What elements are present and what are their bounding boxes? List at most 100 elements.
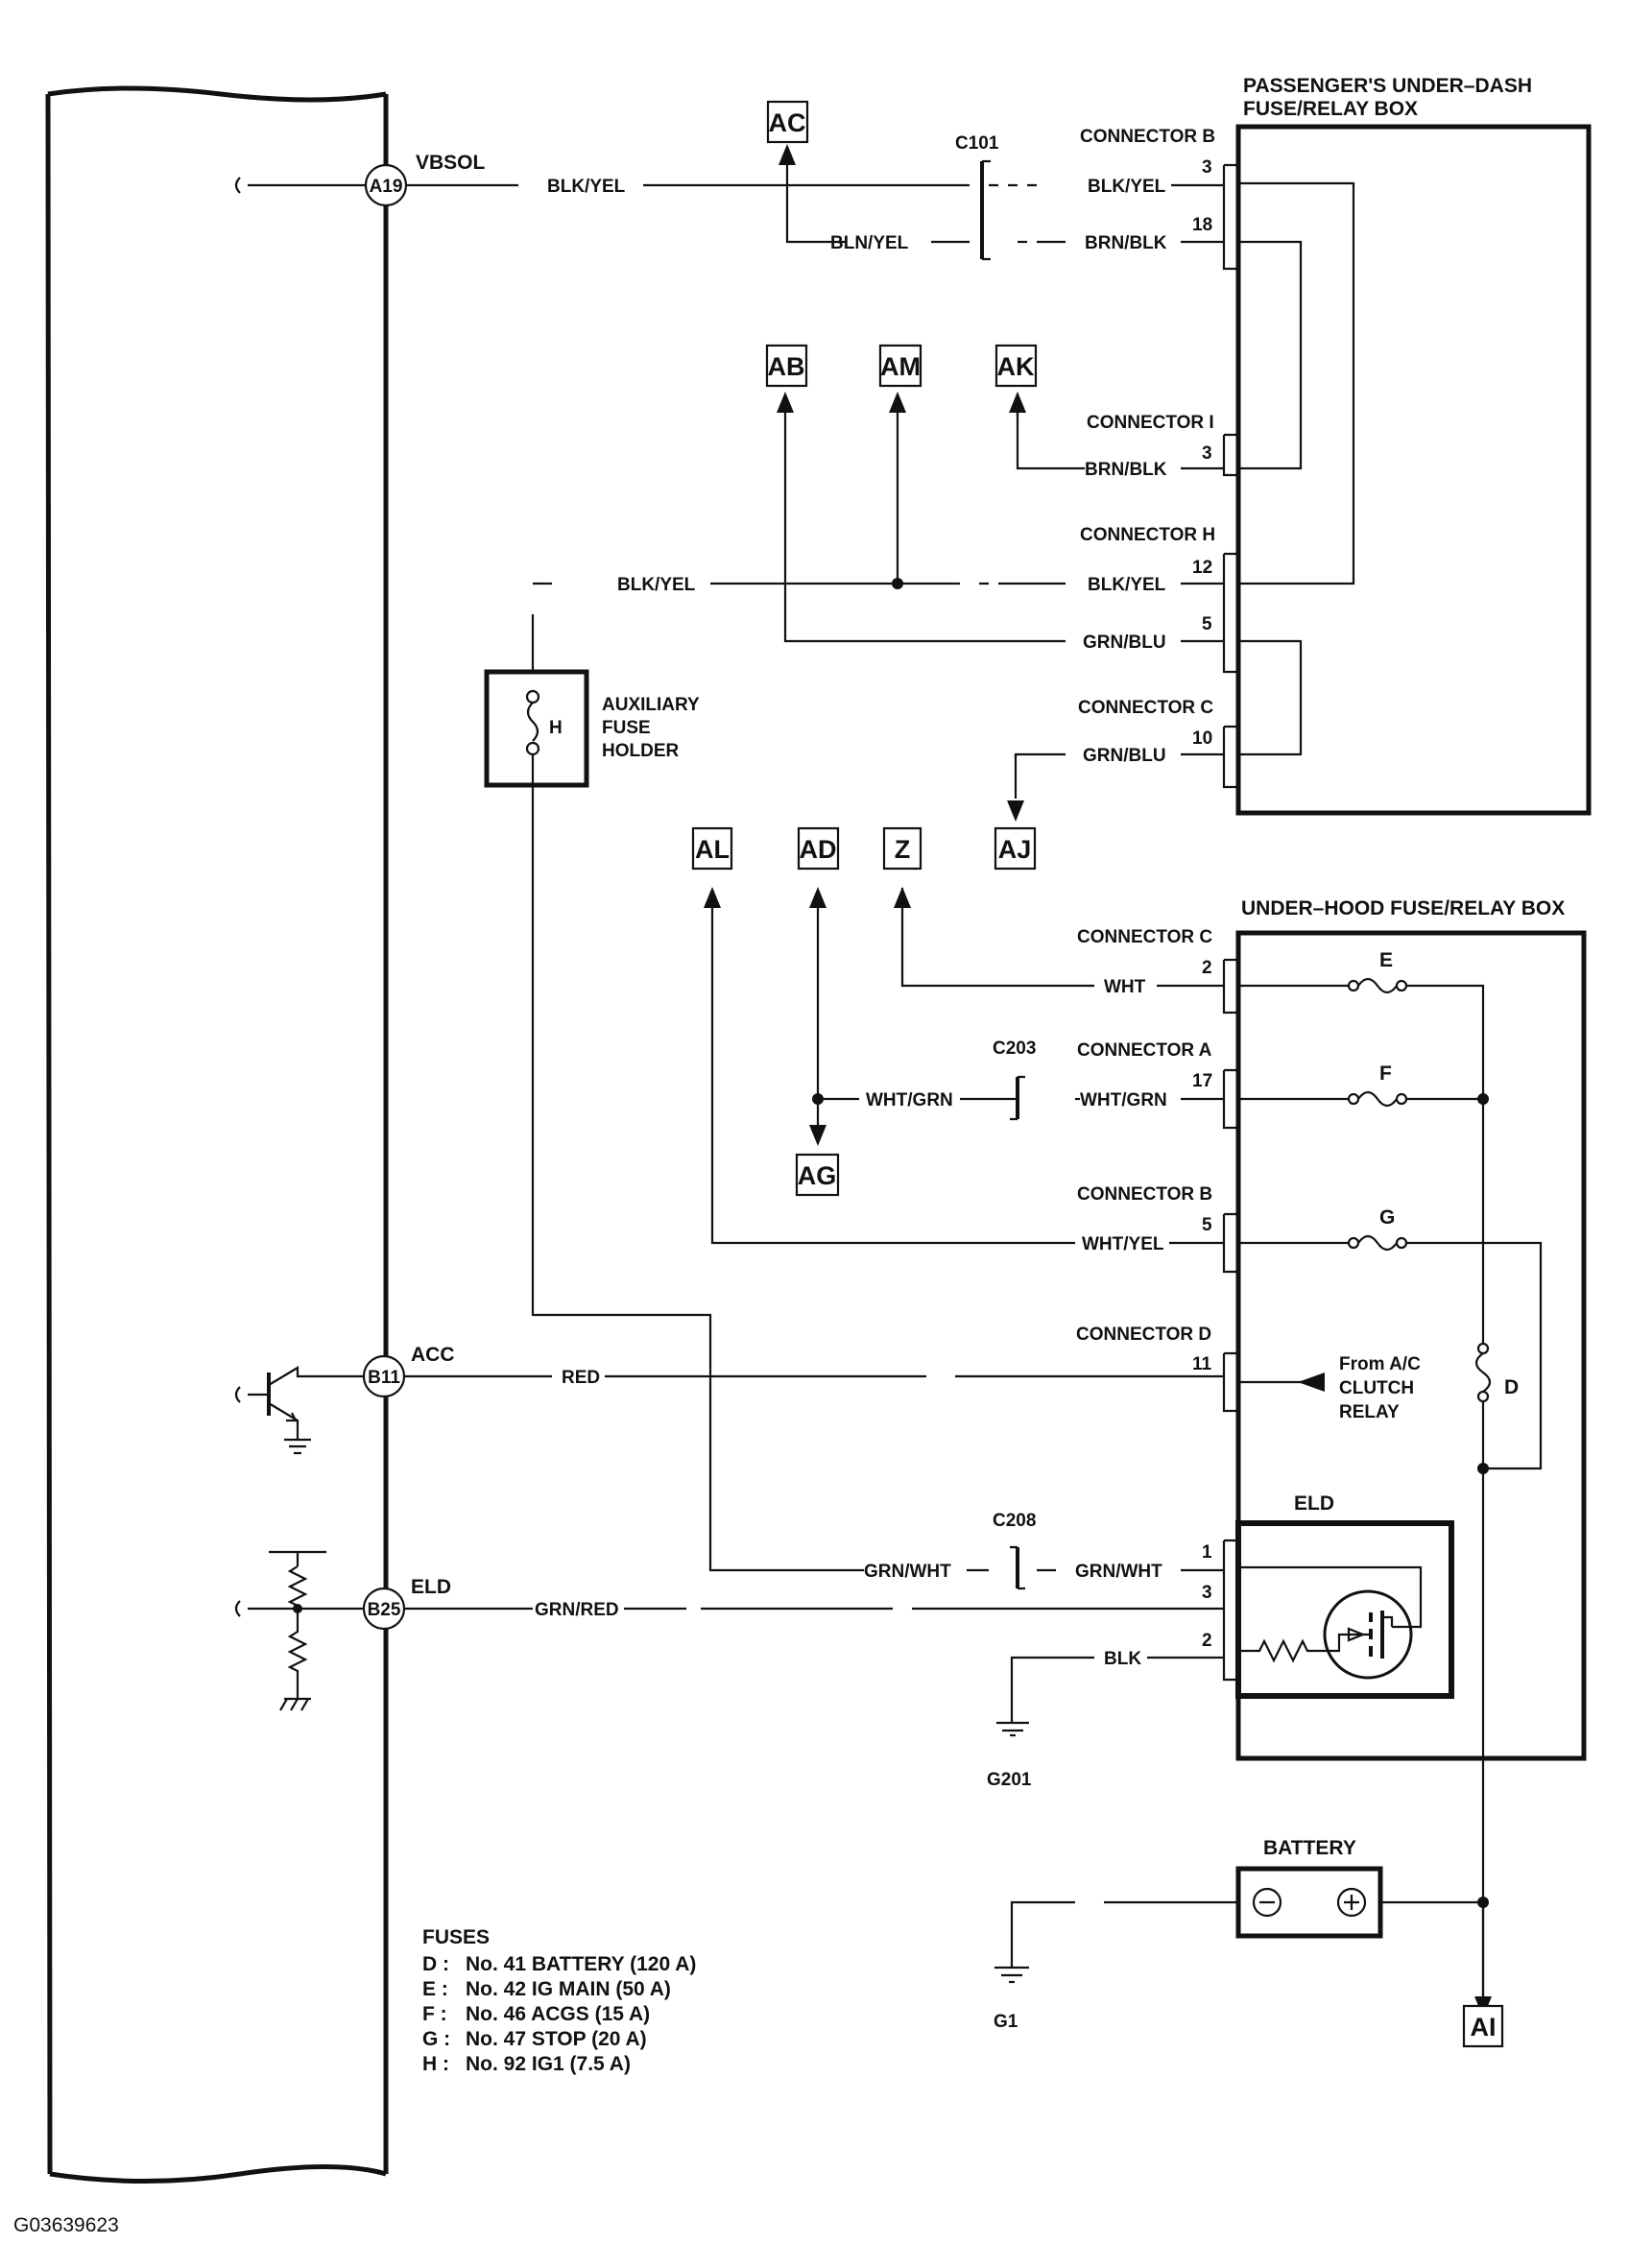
splice-c101: C101 [955, 133, 999, 154]
fuse-g-label: G [1379, 1206, 1395, 1229]
ac-relay-line-3: RELAY [1339, 1402, 1400, 1422]
pin-eld-3: 3 [1202, 1583, 1212, 1603]
pin-b25-id: B25 [368, 1600, 401, 1620]
tag-ac: AC [769, 108, 806, 137]
fuse-legend-text-d: No. 41 BATTERY (120 A) [466, 1953, 696, 1975]
wire-label-bln-yel: BLN/YEL [830, 233, 909, 253]
wire-label-red: RED [562, 1368, 600, 1388]
wire-blk-yel-h [531, 392, 1224, 672]
pin-numbers: 3 18 3 12 5 10 2 17 5 11 1 3 2 [1192, 157, 1212, 1651]
aux-fuse-line-1: AUXILIARY [602, 695, 700, 715]
wire-label-grn-wht-2: GRN/WHT [1075, 1562, 1162, 1582]
fuse-legend-text-f: No. 46 ACGS (15 A) [466, 2003, 650, 2025]
splice-c208: C208 [993, 1511, 1036, 1531]
wire-label-wht-yel: WHT/YEL [1082, 1234, 1164, 1254]
wire-label-brn-blk-1: BRN/BLK [1085, 233, 1167, 253]
wire-label-blk-yel-1: BLK/YEL [547, 177, 626, 197]
tag-ab: AB [768, 352, 805, 381]
tag-aj: AJ [998, 835, 1032, 864]
under-dash-fuse-box: PASSENGER'S UNDER–DASH FUSE/RELAY BOX [1222, 75, 1592, 816]
wire-brn-blk-i [1009, 392, 1224, 470]
pin-b11: B11 ACC [362, 1344, 455, 1398]
pin-ud-b3: 3 [1202, 157, 1212, 178]
wire-label-blk-yel-3: BLK/YEL [617, 575, 696, 595]
tag-ai: AI [1471, 2013, 1497, 2041]
pin-uh-d11: 11 [1192, 1354, 1212, 1374]
fuse-legend-key-g: G : [422, 2028, 450, 2050]
pin-uh-c2: 2 [1202, 958, 1212, 978]
wire-label-grn-blu-1: GRN/BLU [1083, 633, 1166, 653]
fuse-legend-key-f: F : [422, 2003, 447, 2025]
ac-relay-line-1: From A/C [1339, 1354, 1421, 1374]
ecm-body [45, 85, 389, 2184]
wire-label-blk-yel-2: BLK/YEL [1088, 177, 1166, 197]
eld-module: ELD [1235, 1492, 1454, 1699]
wire-label-brn-blk-2: BRN/BLK [1085, 460, 1167, 480]
pin-eld-1: 1 [1202, 1542, 1212, 1563]
pin-b11-id: B11 [368, 1368, 400, 1388]
aux-fuse-letter: H [549, 718, 563, 738]
eld-title: ELD [1294, 1492, 1334, 1515]
wire-label-grn-wht-1: GRN/WHT [864, 1562, 951, 1582]
wire-label-grn-red: GRN/RED [535, 1600, 619, 1620]
pin-b25: B25 ELD [362, 1576, 451, 1631]
aux-fuse-holder: H AUXILIARY FUSE HOLDER [484, 669, 700, 788]
under-dash-title-2: FUSE/RELAY BOX [1243, 98, 1418, 120]
ac-relay-line-2: CLUTCH [1339, 1378, 1414, 1398]
fuse-legend-text-e: No. 42 IG MAIN (50 A) [466, 1978, 671, 2000]
wire-wht-c [894, 887, 1224, 988]
ac-relay-label: From A/C CLUTCH RELAY [1339, 1354, 1421, 1422]
wire-a19 [406, 144, 1224, 261]
fuse-letters: E F G D [1379, 949, 1519, 1398]
figure-id: G03639623 [13, 2214, 119, 2236]
pin-a19-id: A19 [370, 177, 403, 197]
tag-ak: AK [997, 352, 1035, 381]
conn-uh-d: CONNECTOR D [1076, 1325, 1211, 1345]
wire-label-wht-grn-2: WHT/GRN [1080, 1090, 1167, 1110]
internal-a19-circuit [234, 177, 366, 194]
wire-label-blk-yel-4: BLK/YEL [1088, 575, 1166, 595]
fuse-legend-title: FUSES [422, 1926, 490, 1948]
splice-labels: C101 C203 C208 [955, 133, 1036, 1531]
connector-labels: CONNECTOR B CONNECTOR I CONNECTOR H CONN… [1076, 127, 1215, 1345]
conn-uh-b: CONNECTOR B [1077, 1184, 1212, 1205]
conn-ud-h: CONNECTOR H [1080, 525, 1215, 545]
pin-uh-a17: 17 [1192, 1071, 1212, 1091]
battery: BATTERY [994, 1837, 1492, 2017]
fuse-legend-key-h: H : [422, 2053, 449, 2075]
pin-b11-name: ACC [411, 1344, 455, 1366]
offpage-tags: AC AB AM AK AJ AL AD Z AG AI [691, 100, 1504, 2048]
pin-ud-c10: 10 [1192, 728, 1212, 749]
wire-wht-yel-b [704, 887, 1224, 1245]
pin-b25-name: ELD [411, 1576, 451, 1598]
conn-ud-i: CONNECTOR I [1087, 413, 1214, 433]
tag-ad: AD [800, 835, 837, 864]
splice-c203: C203 [993, 1039, 1036, 1059]
wire-grn-blu-h [777, 392, 1224, 643]
fuse-f-label: F [1379, 1062, 1392, 1085]
fuse-legend-key-e: E : [422, 1978, 448, 2000]
wire-labels: BLK/YEL BLK/YEL BLN/YEL BRN/BLK BRN/BLK … [535, 177, 1167, 1669]
tag-ag: AG [798, 1161, 837, 1190]
conn-ud-c: CONNECTOR C [1078, 698, 1213, 718]
wire-blk-eld-ground [996, 1656, 1224, 1737]
fuse-legend: FUSES D : No. 41 BATTERY (120 A) E : No.… [422, 1926, 696, 2075]
conn-uh-a: CONNECTOR A [1077, 1040, 1212, 1061]
wire-wht-grn-a [809, 887, 1224, 1146]
aux-fuse-line-2: FUSE [602, 718, 651, 738]
wire-label-wht-grn-1: WHT/GRN [866, 1090, 953, 1110]
pin-ud-b18: 18 [1192, 215, 1212, 235]
tag-am: AM [880, 352, 921, 381]
pin-a19: A19 VBSOL [364, 152, 486, 207]
fuse-legend-key-d: D : [422, 1953, 449, 1975]
pin-ud-h5: 5 [1202, 614, 1212, 634]
internal-eld-divider [234, 1550, 364, 1711]
conn-ud-b: CONNECTOR B [1080, 127, 1215, 147]
internal-transistor [234, 1366, 364, 1455]
fuse-e-label: E [1379, 949, 1393, 971]
fuse-d-label: D [1504, 1376, 1519, 1398]
conn-uh-c: CONNECTOR C [1077, 927, 1212, 947]
fuse-legend-text-g: No. 47 STOP (20 A) [466, 2028, 647, 2050]
under-hood-title: UNDER–HOOD FUSE/RELAY BOX [1241, 897, 1565, 919]
